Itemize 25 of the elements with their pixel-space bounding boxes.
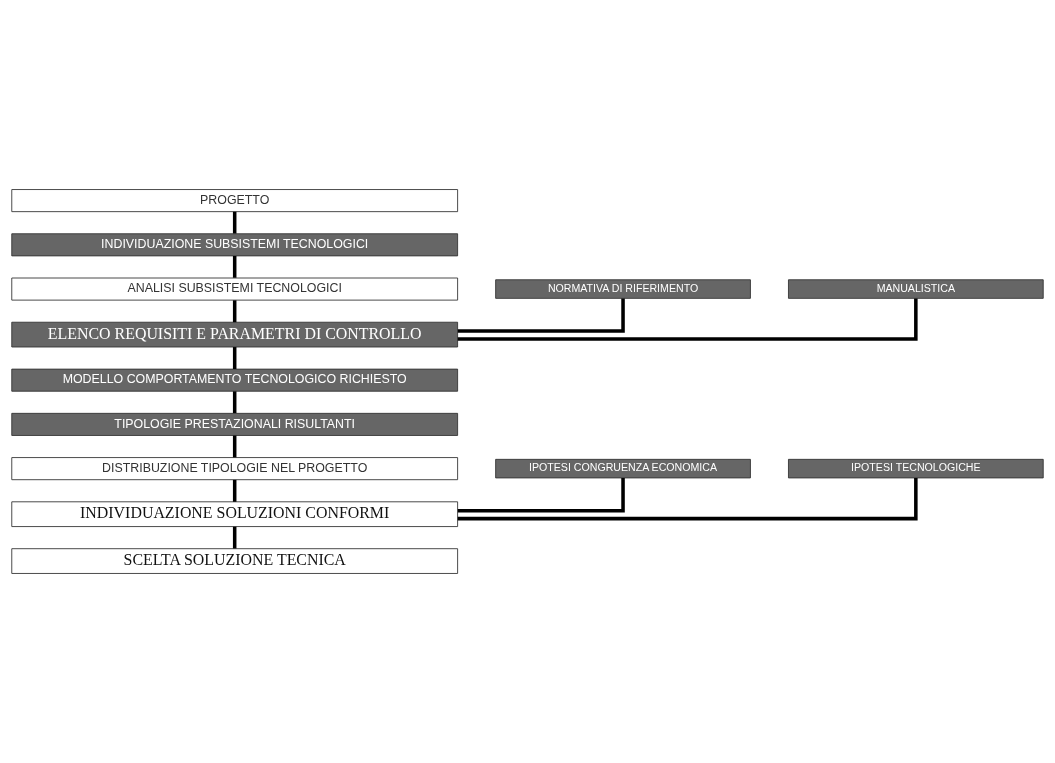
connector	[457, 298, 918, 341]
connector	[232, 300, 237, 323]
connector	[232, 391, 237, 414]
connector	[457, 298, 625, 333]
connector	[232, 435, 237, 458]
node-box: SCELTA SOLUZIONE TECNICA	[11, 548, 459, 574]
node-box: TIPOLOGIE PRESTAZIONALI RISULTANTI	[11, 412, 459, 436]
connector	[457, 477, 625, 513]
connector	[232, 347, 237, 369]
connector	[232, 256, 237, 278]
node-box: NORMATIVA DI RIFERIMENTO	[495, 279, 751, 299]
node-box: DISTRIBUZIONE TIPOLOGIE NEL PROGETTO	[11, 457, 459, 481]
node-box: IPOTESI TECNOLOGICHE	[788, 458, 1044, 479]
node-box: INDIVIDUAZIONE SOLUZIONI CONFORMI	[11, 501, 459, 528]
connector	[232, 211, 237, 234]
connector	[457, 478, 918, 521]
node-box: INDIVIDUAZIONE SUBSISTEMI TECNOLOGICI	[11, 233, 459, 257]
connector	[232, 526, 237, 549]
node-box: ANALISI SUBSISTEMI TECNOLOGICI	[11, 277, 459, 301]
node-box: ELENCO REQUISITI E PARAMETRI DI CONTROLLO	[11, 321, 459, 348]
node-box: MANUALISTICA	[788, 279, 1044, 299]
connector	[232, 479, 237, 502]
node-box: IPOTESI CONGRUENZA ECONOMICA	[495, 458, 751, 479]
node-box: PROGETTO	[11, 189, 459, 213]
node-box: MODELLO COMPORTAMENTO TECNOLOGICO RICHIESTO	[11, 368, 459, 392]
